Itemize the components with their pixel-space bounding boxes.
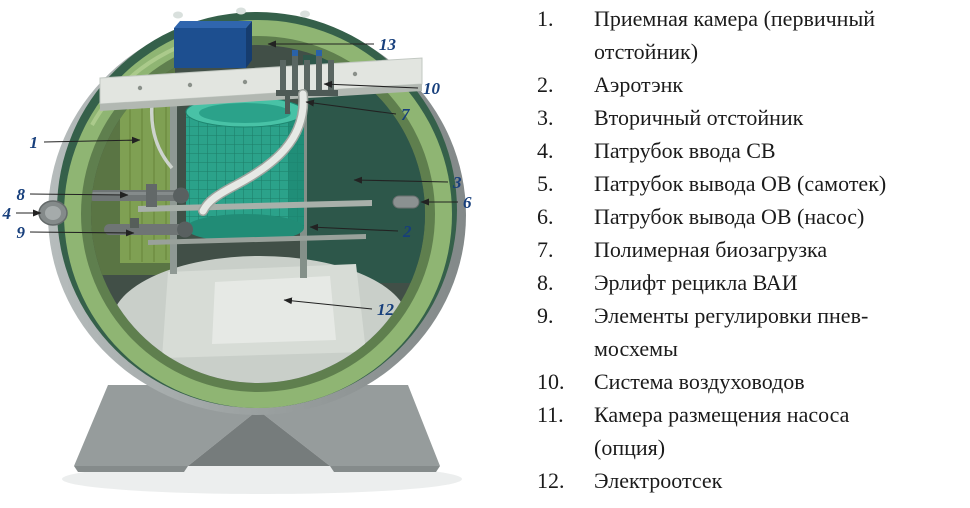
- wall-texture: [129, 100, 167, 262]
- legend-item-text: Патрубок ввода СВ: [594, 138, 776, 163]
- callout-lines: [16, 40, 458, 310]
- legend-item-text: Элементы регулировки пнев-мосхемы: [594, 303, 869, 361]
- callout-line-1: [43, 136, 141, 144]
- curved-air-pipe: [198, 89, 309, 216]
- support-rail-lower: [148, 234, 366, 245]
- legend-item-number: 6.: [537, 204, 554, 229]
- legend-item-number: 8.: [537, 270, 554, 295]
- legend-item-9: 9. Элементы регулировки пнев-мосхемы: [537, 299, 965, 365]
- legend-item-5: 5. Патрубок вывода ОВ (самотек): [537, 167, 965, 200]
- legend-item-7: 7. Полимерная биозагрузка: [537, 233, 965, 266]
- legend-item-text: Электроотсек: [594, 468, 723, 493]
- legend-item-number: 12.: [537, 468, 565, 493]
- legend-item-3: 3. Вторичный отстойник: [537, 101, 965, 134]
- biofilter-cylinder: [185, 96, 305, 242]
- callout-label-9: 9: [17, 223, 26, 242]
- legend-item-text: Вторичный отстойник: [594, 105, 804, 130]
- septic-tank-diagram: 13 10 7 1 3 8 6 4 2 9 12: [2, 7, 473, 494]
- legend-item-text: Система воздуховодов: [594, 369, 805, 394]
- callout-line-10: [323, 80, 419, 89]
- callout-label-10: 10: [423, 79, 441, 98]
- legend-item-10: 10. Система воздуховодов: [537, 365, 965, 398]
- legend-item-number: 5.: [537, 171, 554, 196]
- callout-labels: 13 10 7 1 3 8 6 4 2 9 12: [2, 35, 473, 319]
- airlift-pipe: [91, 184, 189, 207]
- callout-line-7: [305, 99, 397, 115]
- callout-line-2: [309, 223, 399, 232]
- legend-item-text: Камера размещения насоса (опция): [594, 402, 850, 460]
- outlet-pipe-stub: [392, 195, 420, 209]
- tank-base-skirt: [74, 385, 440, 472]
- blue-equipment-box: [174, 21, 252, 68]
- legend-item-12: 12. Электроотсек: [537, 464, 965, 497]
- legend-item-number: 2.: [537, 72, 554, 97]
- legend-item-number: 9.: [537, 303, 554, 328]
- callout-label-6: 6: [463, 193, 472, 212]
- callout-label-4: 4: [2, 204, 12, 223]
- callout-label-3: 3: [452, 173, 462, 192]
- legend: 1. Приемная камера (первичный отстойник)…: [537, 2, 965, 497]
- legend-item-number: 4.: [537, 138, 554, 163]
- support-rail-upper: [138, 200, 372, 212]
- legend-item-number: 3.: [537, 105, 554, 130]
- legend-item-number: 1.: [537, 6, 554, 31]
- legend-item-number: 7.: [537, 237, 554, 262]
- callout-label-8: 8: [17, 185, 26, 204]
- electro-compartment-lid: [212, 276, 336, 344]
- diagram-panel: 13 10 7 1 3 8 6 4 2 9 12: [2, 7, 473, 494]
- callout-label-1: 1: [30, 133, 39, 152]
- lid-bolt-holes: [173, 7, 310, 19]
- legend-item-6: 6. Патрубок вывода ОВ (насос): [537, 200, 965, 233]
- callout-line-12: [283, 297, 373, 310]
- legend-item-text: Патрубок вывода ОВ (насос): [594, 204, 865, 229]
- legend-item-11: 11. Камера размещения насоса (опция): [537, 398, 965, 464]
- crossbeam: [99, 57, 423, 111]
- callout-label-2: 2: [402, 222, 412, 241]
- legend-item-text: Полимерная биозагрузка: [594, 237, 828, 262]
- callout-line-8: [29, 191, 129, 199]
- legend-item-text: Аэротэнк: [594, 72, 684, 97]
- callout-line-3: [353, 176, 449, 184]
- legend-item-1: 1. Приемная камера (первичный отстойник): [537, 2, 965, 68]
- partition-left: [170, 92, 177, 274]
- pneumatic-adjust-pipe: [104, 218, 193, 238]
- legend-item-text: Патрубок вывода ОВ (самотек): [594, 171, 887, 196]
- legend-item-text: Приемная камера (первичный отстойник): [594, 6, 875, 64]
- callout-label-13: 13: [379, 35, 397, 54]
- legend-item-4: 4. Патрубок ввода СВ: [537, 134, 965, 167]
- legend-item-number: 11.: [537, 402, 564, 427]
- legend-item-number: 10.: [537, 369, 565, 394]
- inlet-pipe-stub: [38, 200, 68, 226]
- legend-item-2: 2. Аэротэнк: [537, 68, 965, 101]
- receiving-chamber-wall: [120, 98, 172, 263]
- thin-hose: [149, 103, 174, 170]
- legend-item-text: Эрлифт рецикла ВАИ: [594, 270, 798, 295]
- callout-line-9: [29, 229, 135, 237]
- legend-item-8: 8. Эрлифт рецикла ВАИ: [537, 266, 965, 299]
- callout-label-7: 7: [401, 105, 411, 124]
- callout-label-12: 12: [377, 300, 395, 319]
